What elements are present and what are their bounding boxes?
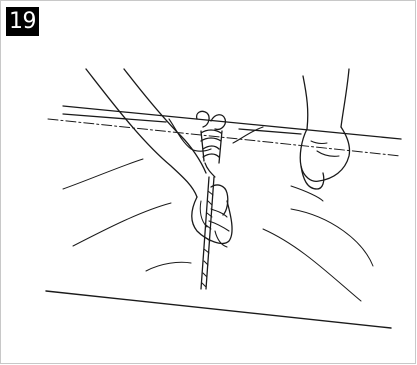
- knot-wrap-1: [201, 130, 221, 133]
- fold-line-1: [63, 159, 143, 189]
- right-hand-thumb: [301, 166, 324, 189]
- right-hand-palm: [300, 127, 349, 181]
- knot-wrap-2: [201, 138, 221, 141]
- right-hand-finger: [317, 151, 339, 156]
- fold-line-3: [146, 262, 191, 271]
- right-arm-right: [341, 69, 349, 127]
- cover-bottom-edge: [46, 291, 391, 328]
- knot-strands: [205, 163, 215, 177]
- knot-wrap-4: [203, 154, 219, 157]
- knot-body-right: [219, 131, 222, 163]
- knot-body-left: [201, 131, 204, 161]
- fold-line-2: [73, 203, 171, 246]
- pole-bottom-edge-right: [239, 129, 301, 134]
- pole-top-edge: [63, 106, 401, 139]
- left-hand-finger-2: [209, 221, 229, 231]
- right-hand-crease: [311, 141, 327, 143]
- left-hand-fingertip: [215, 231, 227, 247]
- left-arm-inner: [124, 69, 206, 173]
- fold-line-5: [263, 229, 361, 301]
- right-arm-left: [303, 76, 308, 129]
- fold-line-4: [291, 209, 373, 266]
